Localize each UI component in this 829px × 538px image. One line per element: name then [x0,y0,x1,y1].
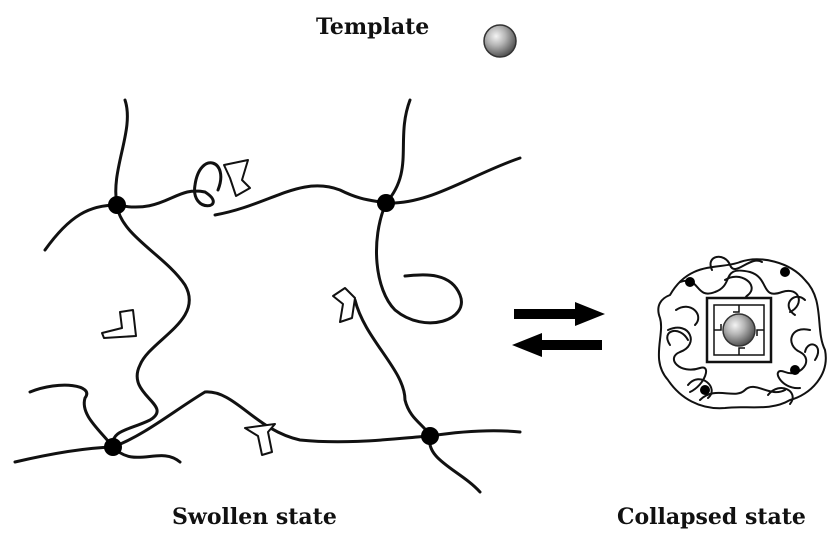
template-sphere-icon [484,25,516,57]
monomer-site-icon [245,424,275,455]
template-label: Template [316,14,429,40]
swollen-state-label: Swollen state [172,504,337,530]
template-sphere-icon [723,314,755,346]
crosslink-node-icon [685,277,695,287]
crosslink-node-icon [421,427,439,445]
polymer-chain [117,163,221,207]
crosslink-node-icon [780,267,790,277]
monomer-site-icon [102,310,136,338]
collapsed-state-label: Collapsed state [617,504,806,530]
polymer-chain [15,447,113,462]
collapsed-gel [658,257,825,408]
monomer-site-icon [224,160,250,196]
monomer-sites [102,160,355,455]
polymer-chain [113,392,430,447]
polymer-chain [386,158,520,203]
crosslink-node-icon [377,194,395,212]
reverse-arrow [512,333,602,357]
crosslink-node-icon [108,196,126,214]
polymer-chain [430,436,480,492]
equilibrium-arrows-icon [512,302,605,357]
polymer-chain [376,203,461,323]
polymer-chain [45,205,117,250]
polymer-chain [113,447,180,462]
polymer-chain [430,431,520,436]
crosslink-node-icon [104,438,122,456]
crosslink-node-icon [700,385,710,395]
polymer-chain [30,385,113,447]
monomer-site-icon [333,288,355,322]
polymer-chain [386,100,410,203]
crosslink-node-icon [790,365,800,375]
forward-arrow [514,302,605,326]
polymer-chain [116,100,128,205]
